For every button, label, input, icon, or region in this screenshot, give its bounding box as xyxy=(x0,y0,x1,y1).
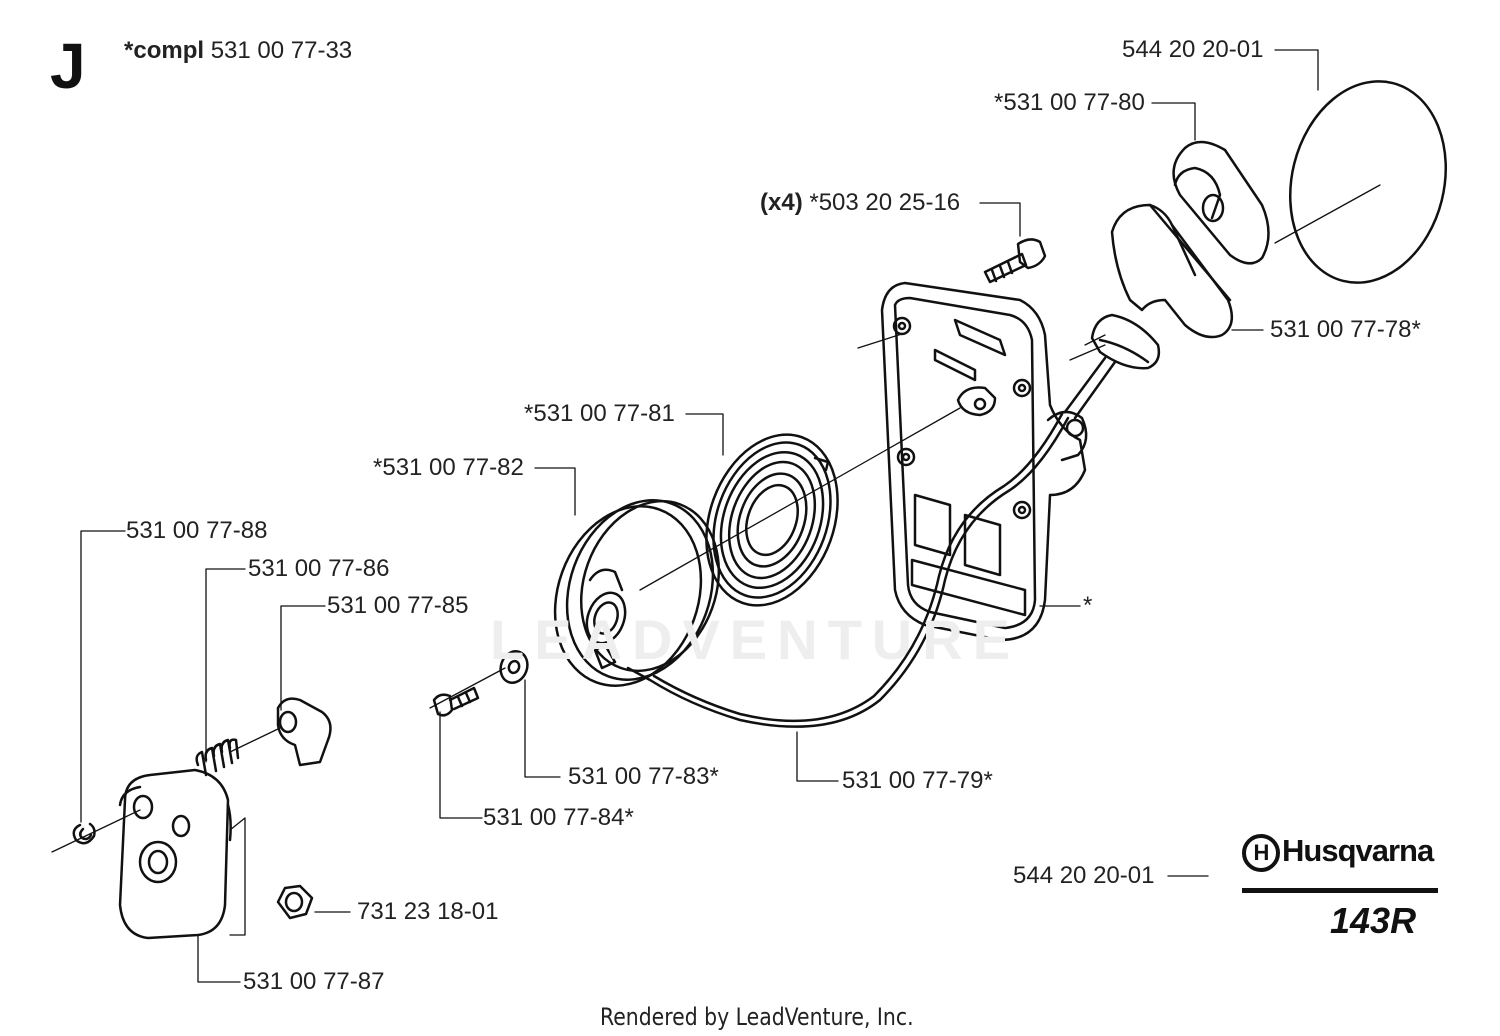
callout-544-20-20-01-top[interactable]: 544 20 20-01 xyxy=(1122,36,1264,63)
brand-name: Husqvarna xyxy=(1282,833,1434,869)
callout-531-00-77-81[interactable]: *531 00 77-81 xyxy=(524,400,675,427)
callout-531-00-77-82[interactable]: *531 00 77-82 xyxy=(373,454,524,481)
callout-531-00-77-78[interactable]: 531 00 77-78* xyxy=(1270,316,1421,343)
callout-531-00-77-83[interactable]: 531 00 77-83* xyxy=(568,763,719,790)
callout-531-00-77-84[interactable]: 531 00 77-84* xyxy=(483,804,634,831)
watermark: LEADVENTURE xyxy=(490,608,1021,671)
callout-531-00-77-87[interactable]: 531 00 77-87 xyxy=(243,968,385,995)
callout-housing-star[interactable]: * xyxy=(1083,592,1093,619)
complete-assembly-label: *compl 531 00 77-33 xyxy=(124,38,352,64)
compl-prefix: *compl xyxy=(124,37,205,64)
cover-plate xyxy=(118,768,232,940)
pulley-screw xyxy=(432,686,480,717)
rope-pulley xyxy=(553,499,721,687)
starter-rope xyxy=(626,412,1070,728)
hex-nut xyxy=(276,884,314,920)
callout-531-00-77-79[interactable]: 531 00 77-79* xyxy=(842,767,993,794)
compl-part-number: 531 00 77-33 xyxy=(210,37,353,64)
model-number: 143R xyxy=(1330,900,1417,941)
callout-531-00-77-85[interactable]: 531 00 77-85 xyxy=(327,592,469,619)
pawl-spring xyxy=(195,738,240,777)
brand-divider xyxy=(1242,888,1438,893)
cover-disc xyxy=(1288,80,1448,284)
callout-531-00-77-86[interactable]: 531 00 77-86 xyxy=(248,555,390,582)
callout-503-number: *503 20 25-16 xyxy=(809,189,961,216)
callout-531-00-77-88[interactable]: 531 00 77-88 xyxy=(126,517,268,544)
callout-731-23-18-01[interactable]: 731 23 18-01 xyxy=(357,898,499,925)
handle-insert xyxy=(1172,140,1270,265)
washer xyxy=(499,650,529,684)
footer-credit: Rendered by LeadVenture, Inc. xyxy=(600,1003,914,1031)
circlip xyxy=(72,822,96,845)
callout-531-00-77-80[interactable]: *531 00 77-80 xyxy=(994,89,1145,116)
quantity-x4: (x4) xyxy=(760,189,803,216)
starter-handle xyxy=(1063,203,1234,420)
housing-screw xyxy=(983,238,1047,284)
starter-housing xyxy=(880,281,1088,642)
callout-503-20-25-16[interactable]: (x4) *503 20 25-16 xyxy=(760,191,960,215)
husqvarna-crown-icon: H xyxy=(1242,834,1280,872)
callout-544-20-20-01-bottom[interactable]: 544 20 20-01 xyxy=(1013,862,1155,889)
pawl xyxy=(276,697,332,767)
recoil-spring xyxy=(705,433,839,607)
section-letter: J xyxy=(50,30,86,102)
